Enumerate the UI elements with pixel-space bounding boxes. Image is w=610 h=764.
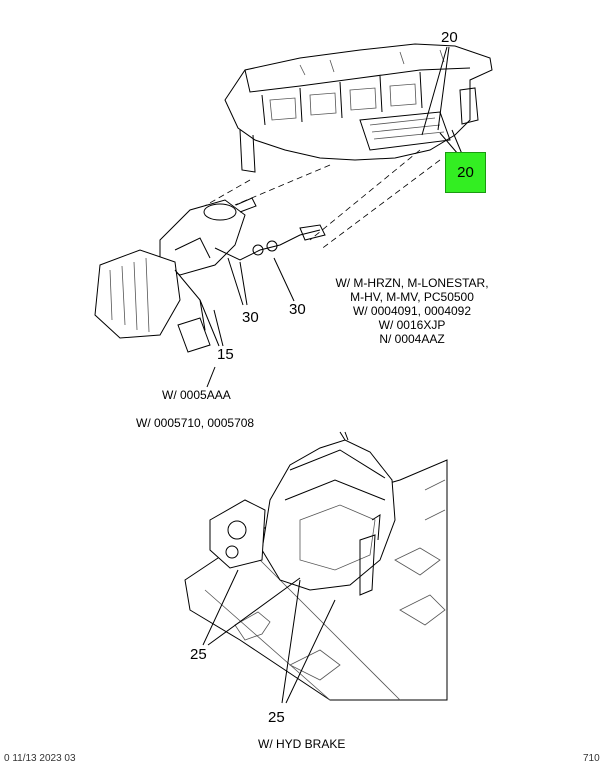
pedal-steering-assembly — [94, 197, 326, 353]
note-line-1: W/ M-HRZN, M-LONESTAR, — [335, 276, 489, 290]
callout-25-left: 25 — [190, 646, 207, 663]
dashboard-assembly — [224, 43, 493, 173]
callout-20-highlighted: 20 — [457, 164, 474, 181]
callout-30-right: 30 — [289, 301, 306, 318]
leader-15 — [199, 299, 224, 347]
footer-right: 710 — [583, 753, 600, 764]
caption-hyd-brake: W/ HYD BRAKE — [258, 737, 346, 751]
footer-left: 0 11/13 2023 03 — [4, 753, 76, 764]
caption-w-0005aaa: W/ 0005AAA — [162, 388, 231, 402]
note-line-3: W/ 0004091, 0004092 — [352, 304, 472, 318]
leader-25-left — [202, 569, 301, 646]
callout-30-left: 30 — [242, 309, 259, 326]
note-line-5: N/ 0004AAZ — [379, 332, 445, 346]
caption-w-0005710: W/ 0005710, 0005708 — [136, 416, 255, 430]
engine-cover — [209, 431, 396, 596]
callout-20-top: 20 — [441, 29, 458, 46]
leader-30-right — [273, 257, 295, 302]
note-line-4: W/ 0016XJP — [378, 318, 446, 332]
note-line-2: M-HV, M-MV, PC50500 — [350, 290, 474, 304]
leader-15-lower — [206, 366, 216, 388]
callout-25-bottom: 25 — [268, 709, 285, 726]
leader-30-left — [227, 257, 248, 306]
callout-20-highlight-box[interactable]: 20 — [445, 152, 486, 193]
leader-20-top — [421, 46, 450, 136]
leader-20-box — [439, 129, 463, 155]
applicability-note: W/ M-HRZN, M-LONESTAR, M-HV, M-MV, PC505… — [322, 276, 502, 346]
callout-15: 15 — [217, 346, 234, 363]
leader-25-bottom — [281, 579, 336, 704]
